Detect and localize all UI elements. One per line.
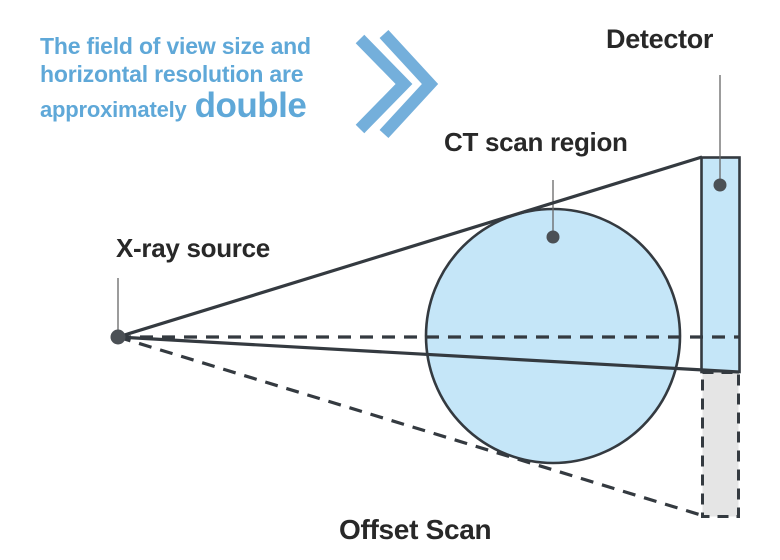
ct-scan-region-circle	[424, 207, 682, 465]
callout-line3-emphasis: double	[194, 86, 307, 125]
callout-line-3: approximately double	[40, 86, 311, 125]
xray-source-label: X-ray source	[116, 233, 270, 263]
callout-line3-prefix: approximately	[40, 97, 187, 122]
offset-scan-label: Offset Scan	[339, 514, 492, 545]
offset-beam-dashed-line	[117, 335, 705, 518]
callout-line-1: The field of view size and	[40, 33, 311, 59]
beam-line-upper-solid	[117, 155, 703, 339]
ct-scan-region-label: CT scan region	[444, 127, 628, 157]
callout-line-2: horizontal resolution are	[40, 61, 304, 87]
callout-text: The field of view size and horizontal re…	[40, 32, 311, 124]
ct-region-marker-dot	[546, 230, 560, 244]
beam-line-lower-solid	[117, 335, 740, 374]
double-chevron-right-icon	[355, 29, 439, 139]
xray-source-point	[110, 329, 126, 345]
detector-extended-area	[701, 371, 740, 518]
detector-label: Detector	[606, 24, 714, 54]
detector-marker-dot	[713, 178, 727, 192]
